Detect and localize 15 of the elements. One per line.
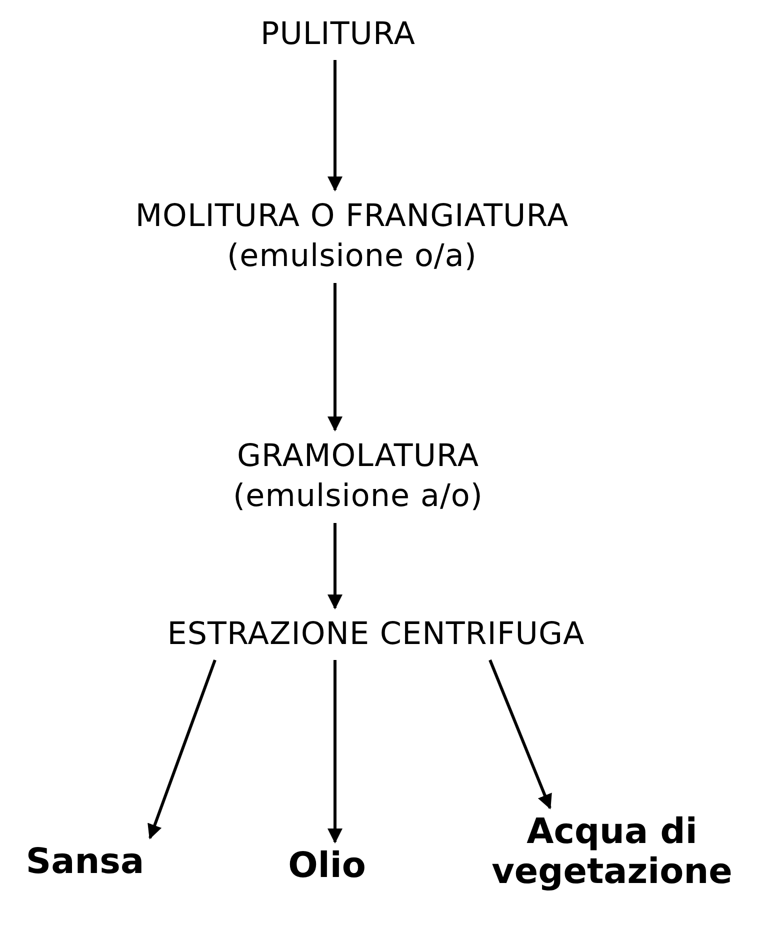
step-label: GRAMOLATURA <box>236 437 480 476</box>
step-label: ESTRAZIONE CENTRIFUGA <box>166 615 586 654</box>
step-label: PULITURA <box>260 15 416 54</box>
arrow <box>488 659 552 810</box>
outcome-label: Olio <box>287 846 367 886</box>
arrow <box>328 283 342 432</box>
step-label: MOLITURA O FRANGIATURA <box>134 197 570 236</box>
outcome-label: Sansa <box>24 842 146 882</box>
arrow <box>328 660 342 844</box>
arrow <box>328 523 342 610</box>
outcome-label: Acqua di vegetazione <box>490 812 734 892</box>
step-note: (emulsione a/o) <box>232 477 484 516</box>
arrow <box>328 60 342 192</box>
arrow <box>148 659 216 840</box>
step-note: (emulsione o/a) <box>226 237 478 276</box>
